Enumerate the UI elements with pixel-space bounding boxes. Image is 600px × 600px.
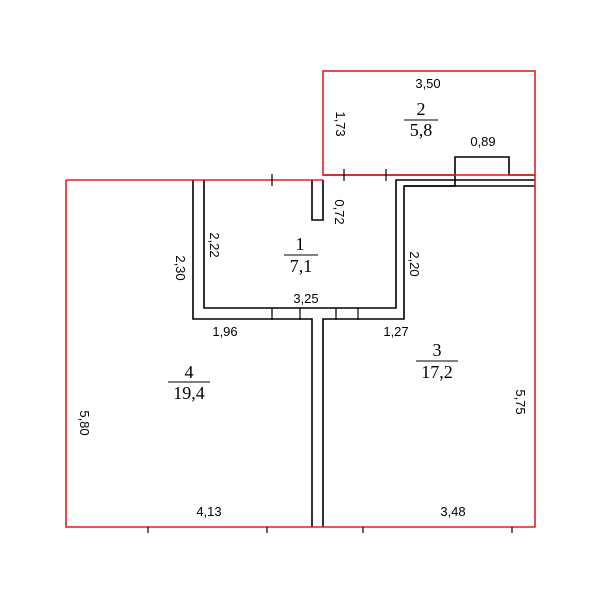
partition-stub [311, 180, 324, 221]
dim-room3-height: 5,75 [513, 389, 528, 414]
room1-outer-wall [192, 156, 535, 527]
dim-room3-upper-width: 1,27 [383, 324, 408, 339]
dim-partition-length: 0,72 [332, 199, 347, 224]
room-label-1: 1 7,1 [284, 234, 318, 276]
room-area: 7,1 [290, 256, 313, 276]
dimension-labels: 3,50 1,73 0,89 0,72 2,22 2,30 2,20 3,25 … [77, 76, 528, 519]
room1-inner-wall [203, 174, 535, 309]
boundary-room2 [322, 70, 536, 176]
dim-room4-upper-height: 2,30 [173, 255, 188, 280]
room-number: 2 [417, 99, 426, 119]
dim-room1-left-height: 2,22 [207, 232, 222, 257]
room-number: 4 [185, 362, 194, 382]
boundaries [65, 70, 536, 528]
dim-room4-upper-width: 1,96 [212, 324, 237, 339]
dim-room4-width: 4,13 [196, 504, 221, 519]
dim-room2-height: 1,73 [333, 111, 348, 136]
dim-room4-height: 5,80 [77, 410, 92, 435]
dim-room3-width: 3,48 [440, 504, 465, 519]
room-number: 3 [433, 340, 442, 360]
dim-niche-width: 0,89 [470, 134, 495, 149]
dim-room1-width: 3,25 [293, 291, 318, 306]
room-label-3: 3 17,2 [416, 340, 458, 382]
dim-room2-width: 3,50 [415, 76, 440, 91]
room-area: 17,2 [421, 362, 453, 382]
room-area: 5,8 [410, 120, 433, 140]
boundary-room4-room3 [65, 175, 536, 528]
dim-room1-right-height: 2,20 [407, 251, 422, 276]
room-label-2: 2 5,8 [404, 99, 438, 140]
room-label-4: 4 19,4 [168, 362, 210, 403]
room-number: 1 [296, 234, 305, 254]
dimension-ticks [147, 169, 513, 533]
room-area: 19,4 [173, 383, 205, 403]
walls [192, 156, 535, 527]
